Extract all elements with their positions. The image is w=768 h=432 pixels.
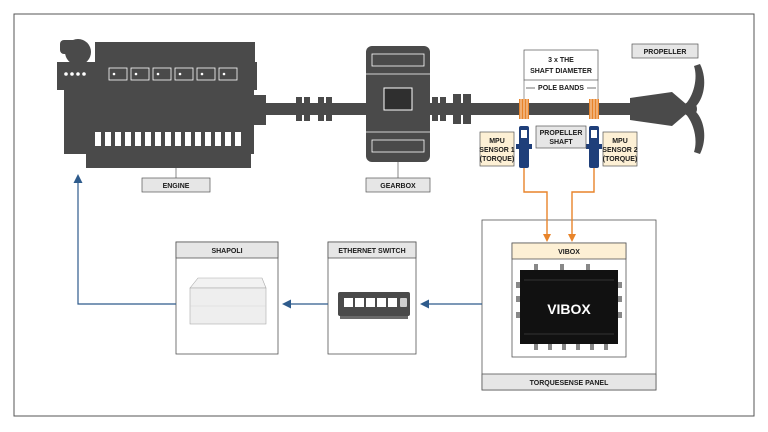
mpu-sensor-2-label-line1: MPU <box>612 138 628 145</box>
shapoli-header <box>175 241 279 259</box>
vibox-header <box>511 242 627 260</box>
engine-label: ENGINE <box>163 183 190 190</box>
ethernet-switch-label: ETHERNET SWITCH <box>338 248 405 255</box>
drive-shaft <box>266 94 640 124</box>
pole-bands-label: POLE BANDS <box>538 85 584 92</box>
mpu-sensor-1-label-line1: MPU <box>489 138 505 145</box>
propeller-label: PROPELLER <box>644 49 687 56</box>
vibox-logo: VIBOX <box>547 301 591 317</box>
propeller-label-box <box>631 43 699 59</box>
gearbox-label: GEARBOX <box>380 183 416 190</box>
shaft-diameter-label-line1: 3 x THE <box>548 57 574 64</box>
shaft-diameter-annotation <box>523 49 599 99</box>
torquesense-panel-label: TORQUESENSE PANEL <box>530 380 609 387</box>
mpu-sensor-2-label-box <box>602 131 638 167</box>
engine-icon <box>57 39 266 168</box>
gearbox-label-box <box>365 177 431 193</box>
gearbox-icon <box>366 46 430 162</box>
torquesense-panel-label-box <box>481 373 657 391</box>
engine-detail <box>64 67 241 146</box>
mpu-sensor-1-label-box <box>479 131 515 167</box>
mpu-sensor-1-icon <box>516 126 532 168</box>
ethernet-switch-icon <box>338 292 410 319</box>
pole-band-stripes <box>520 99 598 119</box>
mpu-sensor-1-label-line2: SENSOR 1 <box>479 147 515 154</box>
mpu-sensor-2-label-line2: SENSOR 2 <box>602 147 638 154</box>
server-icon <box>189 277 267 325</box>
propeller-shaft-label-box <box>535 125 587 149</box>
propeller-shaft-label-line1: PROPELLER <box>540 130 583 137</box>
shaft-diameter-label-line2: SHAFT DIAMETER <box>530 68 592 75</box>
shapoli-label: SHAPOLI <box>211 248 242 255</box>
signal-line-sensor-1 <box>523 168 551 242</box>
vibox-label: VIBOX <box>558 249 580 256</box>
signal-line-sensor-2 <box>568 168 595 242</box>
propeller-shaft-label-line2: SHAFT <box>549 139 573 146</box>
mpu-sensor-2-label-line3: (TORQUE) <box>603 156 637 163</box>
engine-label-box <box>141 177 211 193</box>
propeller-icon <box>630 64 705 154</box>
ethernet-switch-header <box>327 241 417 259</box>
mpu-sensor-2-icon <box>586 126 602 168</box>
data-line-shapoli-to-engine <box>73 174 176 305</box>
vibox-device-icon <box>516 264 622 350</box>
mpu-sensor-1-label-line3: (TORQUE) <box>480 156 514 163</box>
